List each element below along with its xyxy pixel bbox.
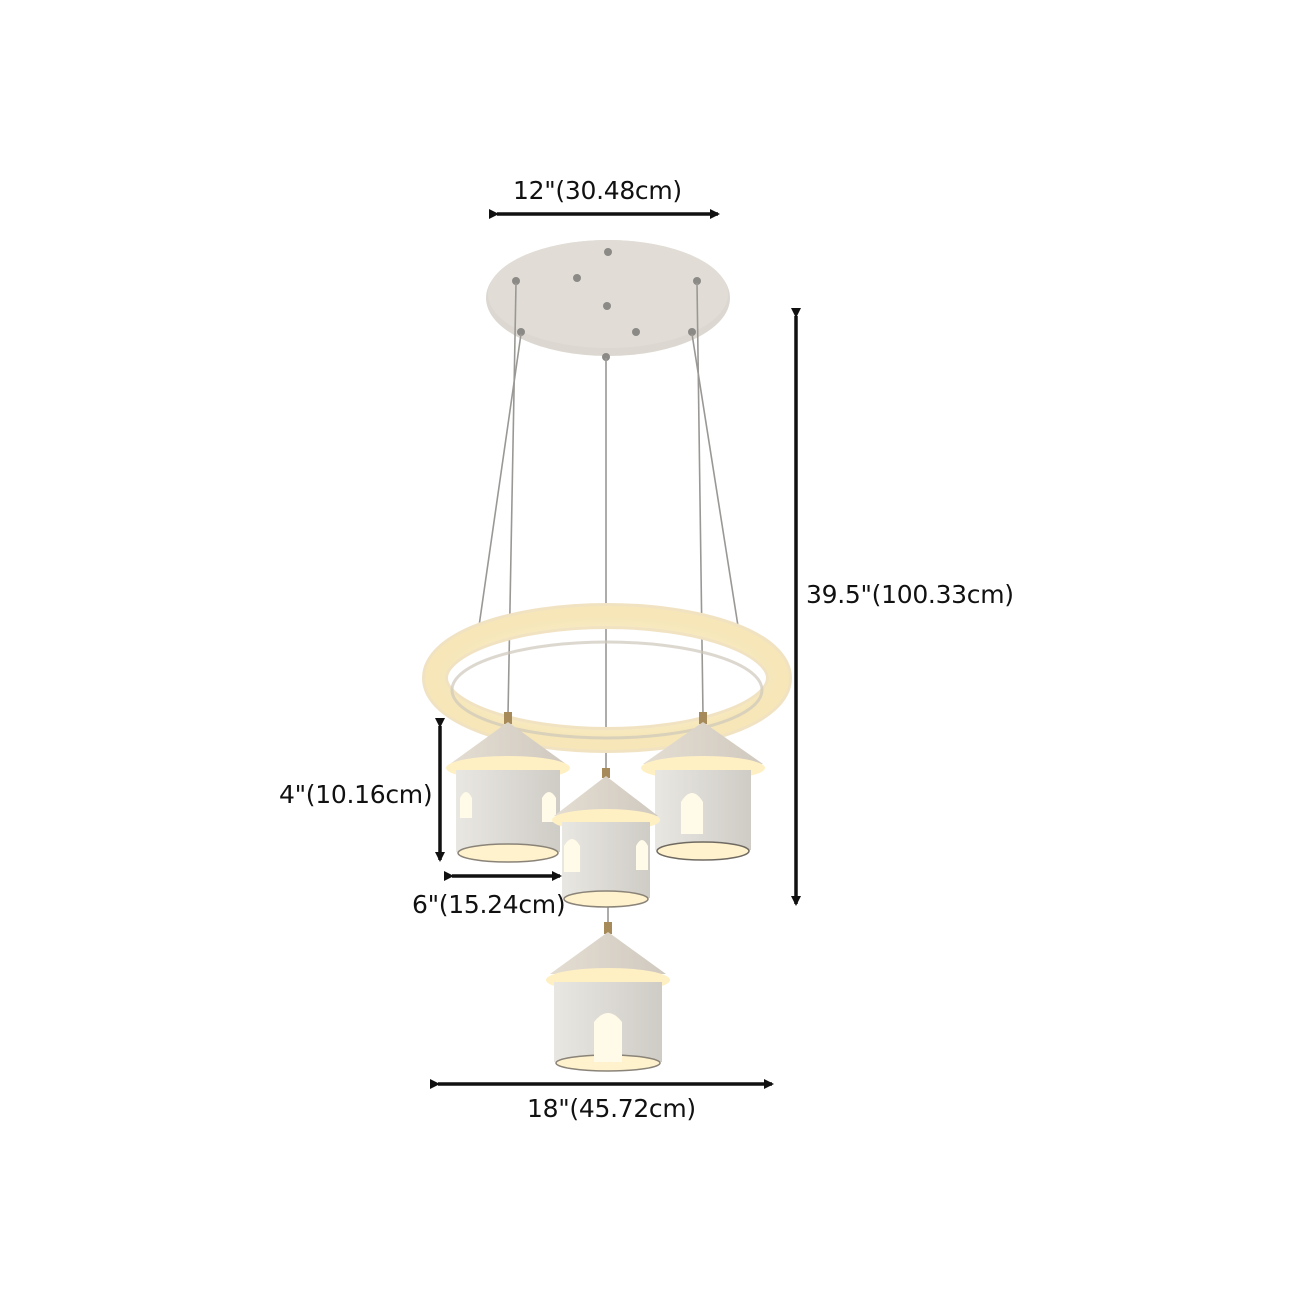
dimension-arrows [430, 209, 801, 1089]
overall-height-label: 39.5"(100.33cm) [806, 580, 1014, 609]
shade-height-label: 4"(10.16cm) [279, 780, 433, 809]
canopy-width-label: 12"(30.48cm) [513, 176, 682, 205]
pendant-shade-bottom [546, 922, 670, 1072]
pendant-shade-right [641, 712, 765, 861]
pendant-shade-center [552, 768, 660, 908]
shade-width-label: 6"(15.24cm) [412, 890, 566, 919]
ceiling-canopy [486, 240, 730, 361]
pendant-shade-left [446, 712, 570, 863]
led-ring [422, 603, 792, 753]
overall-width-label: 18"(45.72cm) [527, 1094, 696, 1123]
